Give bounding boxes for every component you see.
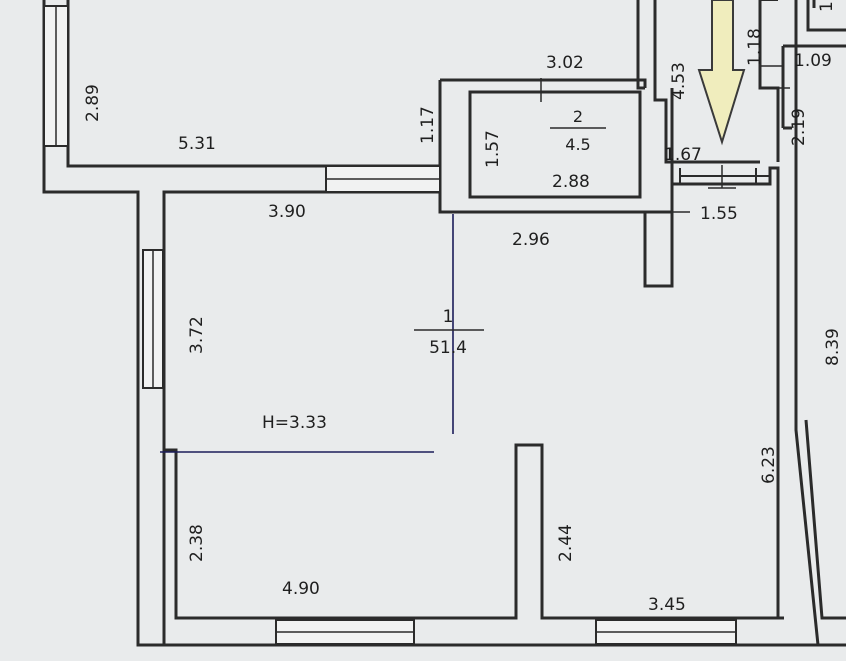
dim-1-edge: 1 [817,1,837,12]
wall-right-far [804,419,846,620]
down-arrow-icon [697,0,746,146]
dim-2-89: 2.89 [83,84,103,122]
dim-6-23: 6.23 [759,446,779,484]
wall-bath-inner [468,90,642,199]
dim-2-44: 2.44 [556,524,576,562]
windows [43,5,737,645]
wall-corridor-right [758,0,780,162]
dimension-ticks [540,65,790,213]
wall-right-outer [794,0,820,646]
wall-corridor-mid [653,0,760,164]
dim-3-90: 3.90 [268,202,306,222]
section-lines [160,214,454,453]
dim-4-53: 4.53 [669,62,689,100]
dim-1-55: 1.55 [700,204,738,224]
dim-1-18: 1.18 [745,28,765,66]
room-main-number: 1 [443,307,454,327]
dim-3-72: 3.72 [187,316,207,354]
dim-2-88: 2.88 [552,172,590,192]
dim-5-31: 5.31 [178,134,216,154]
dim-8-39: 8.39 [823,328,843,366]
room-main-area: 51.4 [429,338,467,358]
wall-bath-left [438,80,672,214]
room-bath-area: 4.5 [565,135,590,154]
dim-4-90: 4.90 [282,579,320,599]
dimension-labels: 3.02 2.88 5.31 3.90 2.96 1.55 1.67 1.09 … [83,1,843,615]
dim-2-38: 2.38 [187,524,207,562]
dim-3-45: 3.45 [648,595,686,615]
wall-stub-right [643,88,674,288]
wall-bottom-inner [164,443,784,620]
dim-2-96: 2.96 [512,230,550,250]
wall-topright-room [781,44,846,130]
dim-2-19: 2.19 [789,108,809,146]
wall-right-main [672,166,780,618]
wall-corridor-left [636,0,645,90]
dim-1-67: 1.67 [664,145,702,165]
dim-3-02: 3.02 [546,53,584,73]
dim-1-09: 1.09 [794,51,832,71]
dim-1-57: 1.57 [483,130,503,168]
wall-bath-outer [440,78,647,88]
wall-right-edge [806,0,846,32]
room-main-label: 1 51.4 [414,307,484,358]
room-bath-label: 2 4.5 [550,107,606,154]
dim-1-17: 1.17 [418,106,438,144]
wall-left-upper-inner [66,0,440,168]
ceiling-height-label: H=3.33 [262,413,327,433]
room-bath-number: 2 [573,107,583,126]
entrance-arrow-shape [697,0,746,146]
